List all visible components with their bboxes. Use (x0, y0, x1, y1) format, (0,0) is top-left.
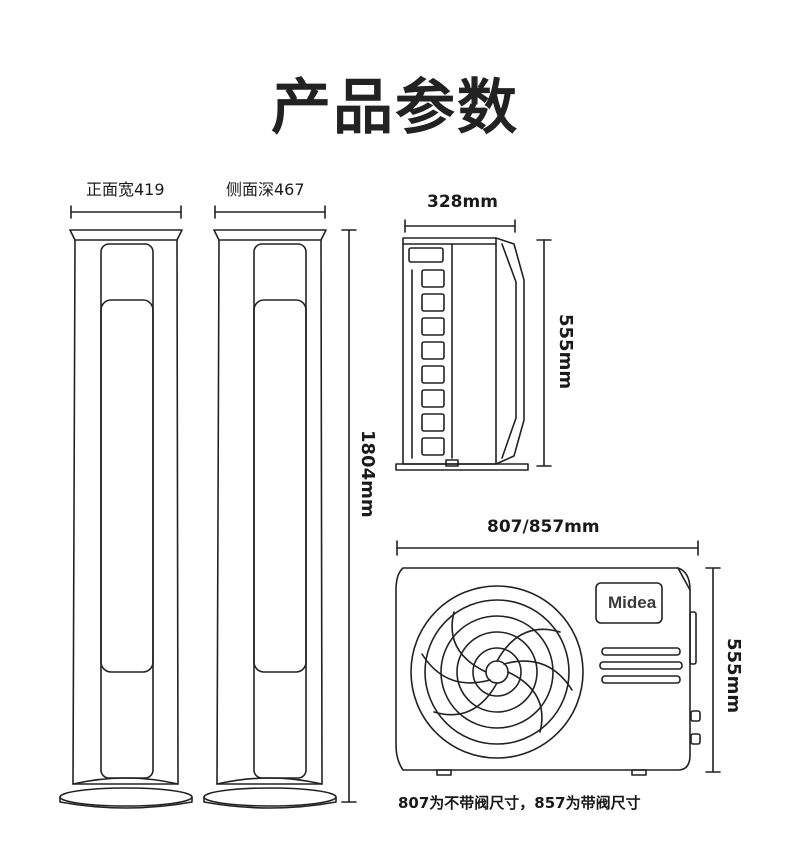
front-width-label: 正面宽419 (86, 180, 165, 199)
indoor-unit-side (203, 205, 337, 809)
outdoor-side-depth-label: 328mm (427, 192, 498, 212)
outdoor-front-height-dimension (705, 567, 721, 773)
midea-logo: Midea (608, 593, 657, 612)
page-title: 产品参数 (271, 73, 519, 143)
outdoor-unit-front (395, 567, 701, 776)
outdoor-unit-side (395, 219, 529, 471)
size-footnote: 807为不带阀尺寸，857为带阀尺寸 (398, 794, 641, 812)
outdoor-width-dimension (396, 540, 699, 556)
outdoor-side-height-dimension (536, 239, 552, 467)
side-depth-label: 侧面深467 (226, 180, 305, 199)
indoor-unit-front (59, 205, 193, 809)
indoor-height-dimension (341, 229, 357, 803)
outdoor-front-width-label: 807/857mm (487, 517, 600, 537)
